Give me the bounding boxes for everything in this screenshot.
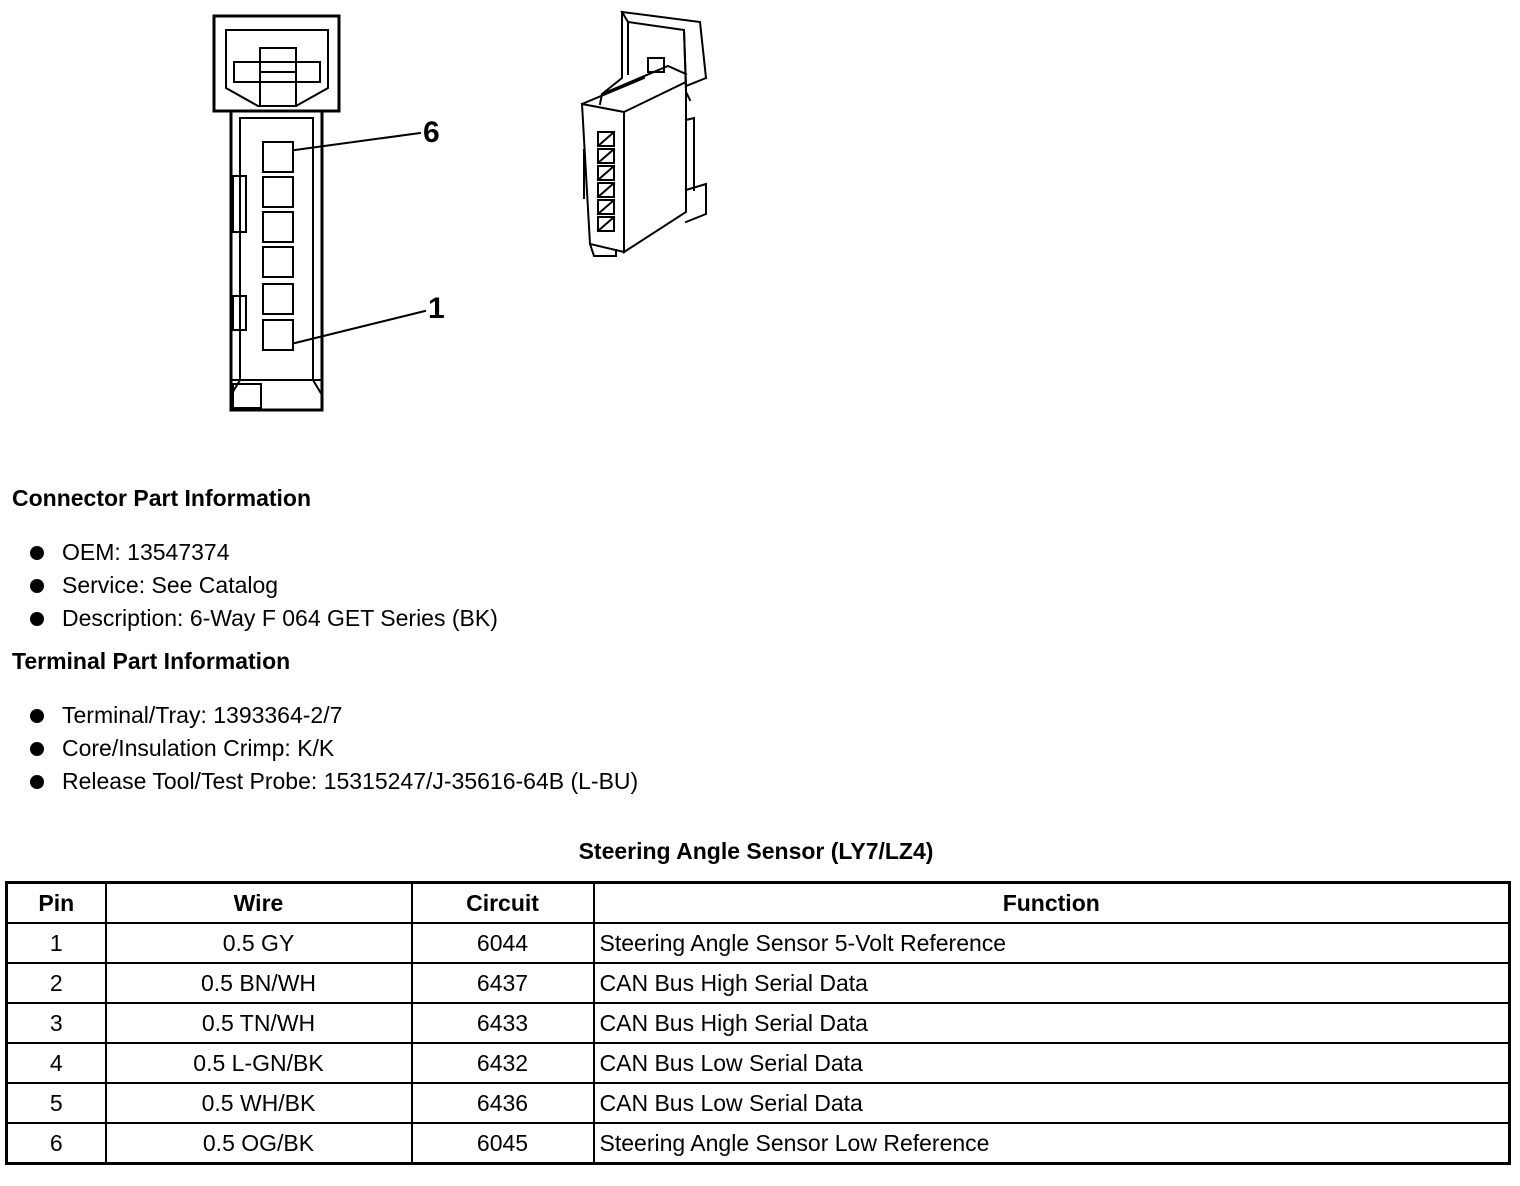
cell-wire: 0.5 BN/WH [104, 962, 413, 1004]
cell-function: CAN Bus Low Serial Data [592, 1042, 1511, 1084]
table-header-row: Pin Wire Circuit Function [5, 881, 1511, 924]
bullet-icon [30, 546, 44, 560]
bullet-icon [30, 742, 44, 756]
table-row: 3 0.5 TN/WH 6433 CAN Bus High Serial Dat… [5, 1002, 1511, 1044]
cell-wire: 0.5 WH/BK [104, 1082, 413, 1124]
list-item: Description: 6-Way F 064 GET Series (BK) [30, 602, 498, 635]
cell-circuit: 6437 [410, 962, 595, 1004]
cell-circuit: 6044 [410, 922, 595, 964]
column-header-function: Function [592, 881, 1511, 924]
cell-function: Steering Angle Sensor 5-Volt Reference [592, 922, 1511, 964]
table-row: 4 0.5 L-GN/BK 6432 CAN Bus Low Serial Da… [5, 1042, 1511, 1084]
cell-pin: 5 [5, 1082, 107, 1124]
list-item: Release Tool/Test Probe: 15315247/J-3561… [30, 765, 638, 798]
pinout-table: Pin Wire Circuit Function 1 0.5 GY 6044 … [5, 881, 1511, 1165]
cell-circuit: 6045 [410, 1122, 595, 1165]
pin-label-1: 1 [428, 292, 445, 325]
table-title: Steering Angle Sensor (LY7/LZ4) [578, 838, 934, 864]
list-item: Service: See Catalog [30, 569, 498, 602]
cell-wire: 0.5 TN/WH [104, 1002, 413, 1044]
cell-function: CAN Bus High Serial Data [592, 962, 1511, 1004]
cell-wire: 0.5 GY [104, 922, 413, 964]
table-row: 6 0.5 OG/BK 6045 Steering Angle Sensor L… [5, 1122, 1511, 1165]
bullet-icon [30, 775, 44, 789]
cell-pin: 2 [5, 962, 107, 1004]
bullet-icon [30, 579, 44, 593]
cell-circuit: 6432 [410, 1042, 595, 1084]
list-item: Core/Insulation Crimp: K/K [30, 732, 638, 765]
cell-wire: 0.5 L-GN/BK [104, 1042, 413, 1084]
connector-info-list: OEM: 13547374 Service: See Catalog Descr… [30, 536, 498, 635]
cell-wire: 0.5 OG/BK [104, 1122, 413, 1165]
cell-function: Steering Angle Sensor Low Reference [592, 1122, 1511, 1165]
terminal-info-list: Terminal/Tray: 1393364-2/7 Core/Insulati… [30, 699, 638, 798]
bullet-icon [30, 709, 44, 723]
cell-circuit: 6436 [410, 1082, 595, 1124]
table-row: 5 0.5 WH/BK 6436 CAN Bus Low Serial Data [5, 1082, 1511, 1124]
bullet-icon [30, 612, 44, 626]
cell-pin: 6 [5, 1122, 107, 1165]
cell-pin: 1 [5, 922, 107, 964]
terminal-info-heading: Terminal Part Information [12, 648, 291, 674]
cell-function: CAN Bus Low Serial Data [592, 1082, 1511, 1124]
cell-pin: 4 [5, 1042, 107, 1084]
cell-function: CAN Bus High Serial Data [592, 1002, 1511, 1044]
connector-face-view [212, 14, 427, 412]
list-item: OEM: 13547374 [30, 536, 498, 569]
table-row: 1 0.5 GY 6044 Steering Angle Sensor 5-Vo… [5, 922, 1511, 964]
list-item: Terminal/Tray: 1393364-2/7 [30, 699, 638, 732]
connector-diagram: 6 1 [212, 10, 708, 412]
cell-pin: 3 [5, 1002, 107, 1044]
table-row: 2 0.5 BN/WH 6437 CAN Bus High Serial Dat… [5, 962, 1511, 1004]
pin-label-6: 6 [423, 116, 440, 149]
connector-iso-view [580, 10, 708, 257]
cell-circuit: 6433 [410, 1002, 595, 1044]
column-header-circuit: Circuit [410, 881, 595, 924]
column-header-pin: Pin [5, 881, 107, 924]
connector-info-heading: Connector Part Information [12, 485, 312, 511]
column-header-wire: Wire [104, 881, 413, 924]
